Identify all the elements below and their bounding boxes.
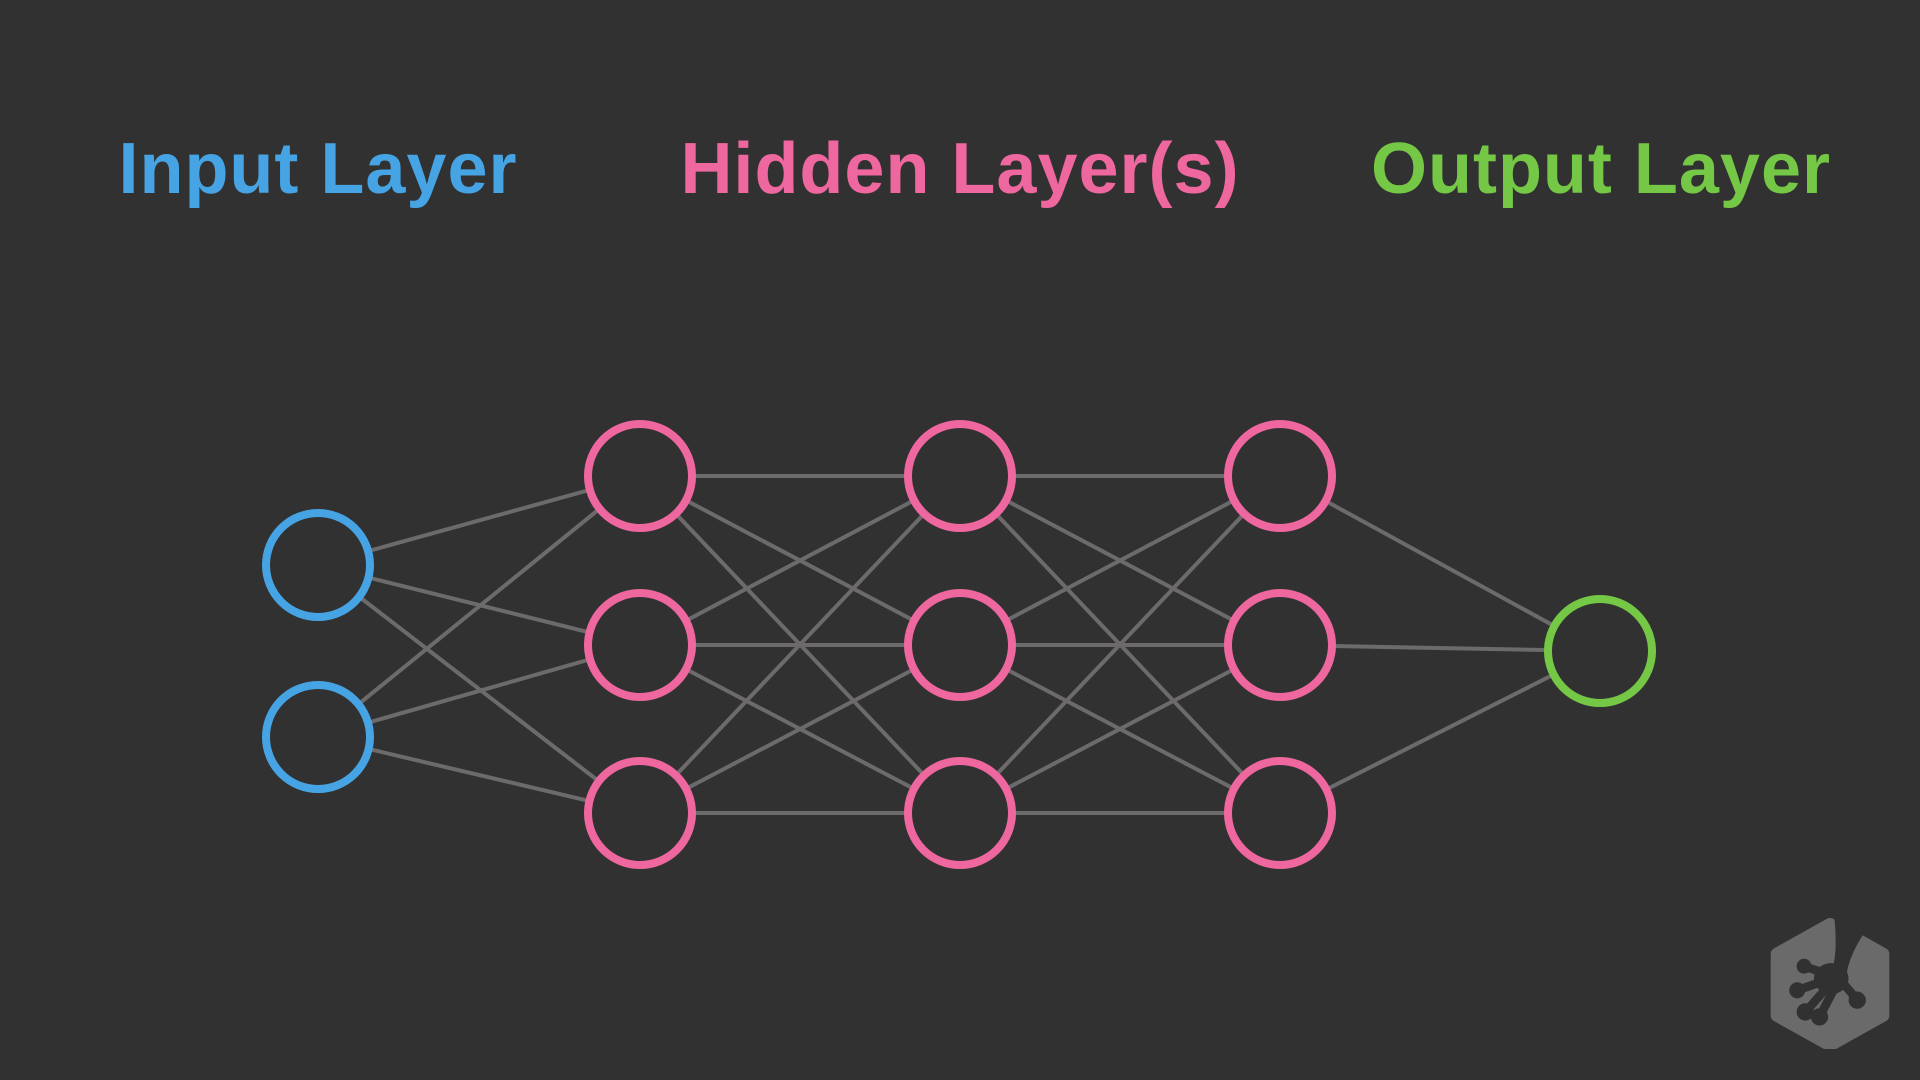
edge-line <box>316 474 642 739</box>
edge-line <box>639 474 961 647</box>
hidden-layer-1-node <box>584 757 696 869</box>
hidden-layer-3-node <box>1224 757 1336 869</box>
edge-line <box>959 643 1281 815</box>
edge-line <box>1279 649 1601 815</box>
output-layer-label: Output Layer <box>1370 129 1832 209</box>
edge-line <box>959 474 1281 647</box>
logo-frog-foot-cutout <box>1789 918 1874 1026</box>
input-layer-label: Input Layer <box>118 129 518 209</box>
hidden-layer-2-node <box>904 757 1016 869</box>
input-layer-node <box>262 681 374 793</box>
edge-line <box>1279 474 1601 653</box>
neuron-nodes <box>262 420 1656 869</box>
hidden-layer-2-node <box>904 420 1016 532</box>
input-layer-node <box>262 509 374 621</box>
hidden-layer-label: Hidden Layer(s) <box>680 129 1240 209</box>
edge-line <box>638 474 962 815</box>
edge-line <box>958 474 1282 815</box>
hidden-layer-3-node <box>1224 589 1336 701</box>
hidden-layer-2-node <box>904 589 1016 701</box>
hidden-layer-1-node <box>584 589 696 701</box>
output-layer-node <box>1544 595 1656 707</box>
hidden-layer-1-node <box>584 420 696 532</box>
edge-line <box>639 643 961 815</box>
hidden-layer-3-node <box>1224 420 1336 532</box>
treehouse-logo-icon <box>1770 918 1890 1049</box>
